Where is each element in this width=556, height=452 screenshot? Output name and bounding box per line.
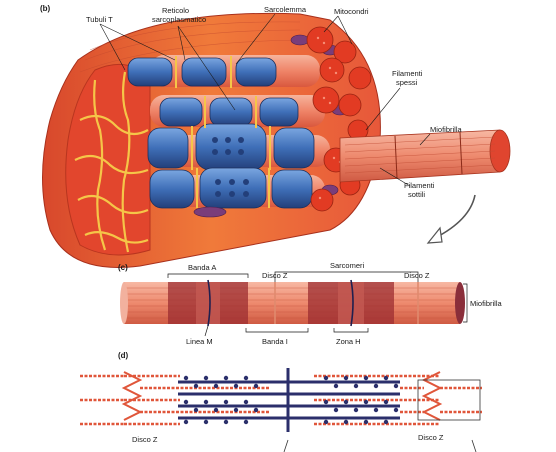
label-reticolo-line2: sarcoplasmatico: [152, 15, 206, 24]
panel-c-brackets: [167, 271, 468, 337]
panel-b-leader-lines: [99, 13, 431, 187]
outer-striations: [79, 21, 301, 73]
label-banda-a: Banda A: [188, 263, 216, 272]
panel-b-tag: (b): [40, 4, 51, 13]
label-mitocondri: Mitocondri: [334, 7, 369, 16]
label-disco-z-d-right: Disco Z: [418, 433, 444, 442]
panel-d-arrows: [283, 439, 477, 452]
label-miofibrilla-b: Miofibrilla: [430, 125, 463, 134]
t-tubule-rings: [175, 56, 271, 208]
label-disco-z-c-left: Disco Z: [262, 271, 288, 280]
panel-c: (c): [118, 261, 503, 346]
myofibril-strip-end: [455, 282, 465, 324]
z-disk-right-structure: [421, 371, 443, 421]
m-line-left: [207, 279, 211, 327]
panel-d-tag: (d): [118, 351, 129, 360]
t-tubule-network: [74, 71, 149, 253]
label-reticolo-line1: Reticolo: [162, 6, 189, 15]
panel-d-labels: Disco Z Disco Z: [132, 433, 444, 444]
label-zona-h: Zona H: [336, 337, 361, 346]
panel-c-tag: (c): [118, 263, 128, 272]
zoom-box: [417, 379, 481, 421]
thin-filaments: [80, 374, 482, 426]
label-filamenti-sottili-line2: sottili: [408, 190, 425, 199]
panel-c-labels: Banda A Sarcomeri Disco Z Disco Z Miofib…: [186, 261, 503, 346]
panel-b-labels: Tubuli T Reticolo sarcoplasmatico Sarcol…: [86, 5, 463, 199]
h-zone-left: [196, 282, 220, 324]
label-disco-z-d-left: Disco Z: [132, 435, 158, 444]
label-sarcomeri: Sarcomeri: [330, 261, 365, 270]
label-disco-z-c-right: Disco Z: [404, 271, 430, 280]
label-miofibrilla-c: Miofibrilla: [470, 299, 503, 308]
extruded-myofibril: [339, 129, 511, 183]
label-tubuli-t: Tubuli T: [86, 15, 113, 24]
panel-b: (b): [40, 4, 511, 268]
label-filamenti-sottili-line1: Filamenti: [404, 181, 435, 190]
zoom-arrow: [426, 194, 476, 244]
m-line-right: [350, 279, 354, 327]
h-zone-right: [338, 282, 364, 324]
reticulum-fenestrations: [212, 137, 249, 197]
myosin-heads: [183, 375, 399, 425]
label-filamenti-spessi-line2: spessi: [396, 78, 418, 87]
myofibril-strip-start: [120, 282, 128, 324]
label-sarcolemma: Sarcolemma: [264, 5, 307, 14]
label-linea-m: Linea M: [186, 337, 213, 346]
z-disk-left-structure: [121, 371, 143, 421]
sarcoplasmic-reticulum: [127, 57, 315, 209]
label-filamenti-spessi-line1: Filamenti: [392, 69, 423, 78]
panel-d: (d): [80, 351, 482, 452]
label-banda-i: Banda I: [262, 337, 288, 346]
